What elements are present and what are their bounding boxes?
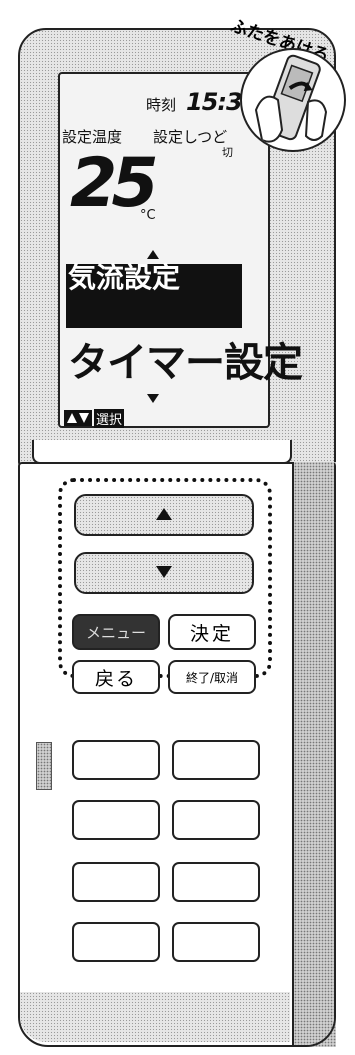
menu-button-label: メニュー <box>85 623 146 642</box>
menu-highlight-bar <box>66 264 242 328</box>
lcd-screen <box>58 72 270 428</box>
side-grip <box>36 742 52 790</box>
up-triangle-icon <box>156 508 172 520</box>
humidity-off-value: 切 <box>222 146 233 159</box>
decide-button-label: 決定 <box>189 622 234 645</box>
blank-key[interactable] <box>172 922 260 962</box>
up-down-select-icon <box>64 410 92 426</box>
hand-opening-lid-icon <box>240 48 346 152</box>
end-cancel-button[interactable]: 終了/取消 <box>168 660 256 694</box>
clock-label: 時刻 <box>146 96 177 114</box>
back-button[interactable]: 戻る <box>72 660 160 694</box>
lcd-down-triangle-icon <box>147 394 159 403</box>
navigation-button-group <box>58 478 272 678</box>
back-button-label: 戻る <box>94 667 137 690</box>
blank-key[interactable] <box>72 800 160 840</box>
setpoint-temperature-label: 設定温度 <box>62 128 123 146</box>
lid-hinge <box>32 440 292 464</box>
lcd-up-triangle-icon <box>147 250 159 259</box>
select-hint-label: 選択 <box>94 409 125 428</box>
blank-key[interactable] <box>72 740 160 780</box>
end-cancel-button-label: 終了/取消 <box>185 670 239 685</box>
menu-button[interactable]: メニュー <box>72 614 160 650</box>
temperature-unit: °C <box>140 208 156 223</box>
decide-button[interactable]: 決定 <box>168 614 256 650</box>
menu-item-airflow: 気流設定 <box>68 261 181 294</box>
blank-key[interactable] <box>72 922 160 962</box>
blank-key[interactable] <box>172 862 260 902</box>
temperature-value: 25 <box>70 144 159 223</box>
blank-key[interactable] <box>172 740 260 780</box>
blank-key[interactable] <box>172 800 260 840</box>
blank-key[interactable] <box>72 862 160 902</box>
setpoint-humidity-label: 設定しつど <box>153 128 228 146</box>
down-triangle-icon <box>156 566 172 578</box>
remote-side-edge <box>292 462 334 1045</box>
remote-bottom-edge <box>20 992 290 1042</box>
menu-item-timer: タイマー設定 <box>68 340 303 386</box>
